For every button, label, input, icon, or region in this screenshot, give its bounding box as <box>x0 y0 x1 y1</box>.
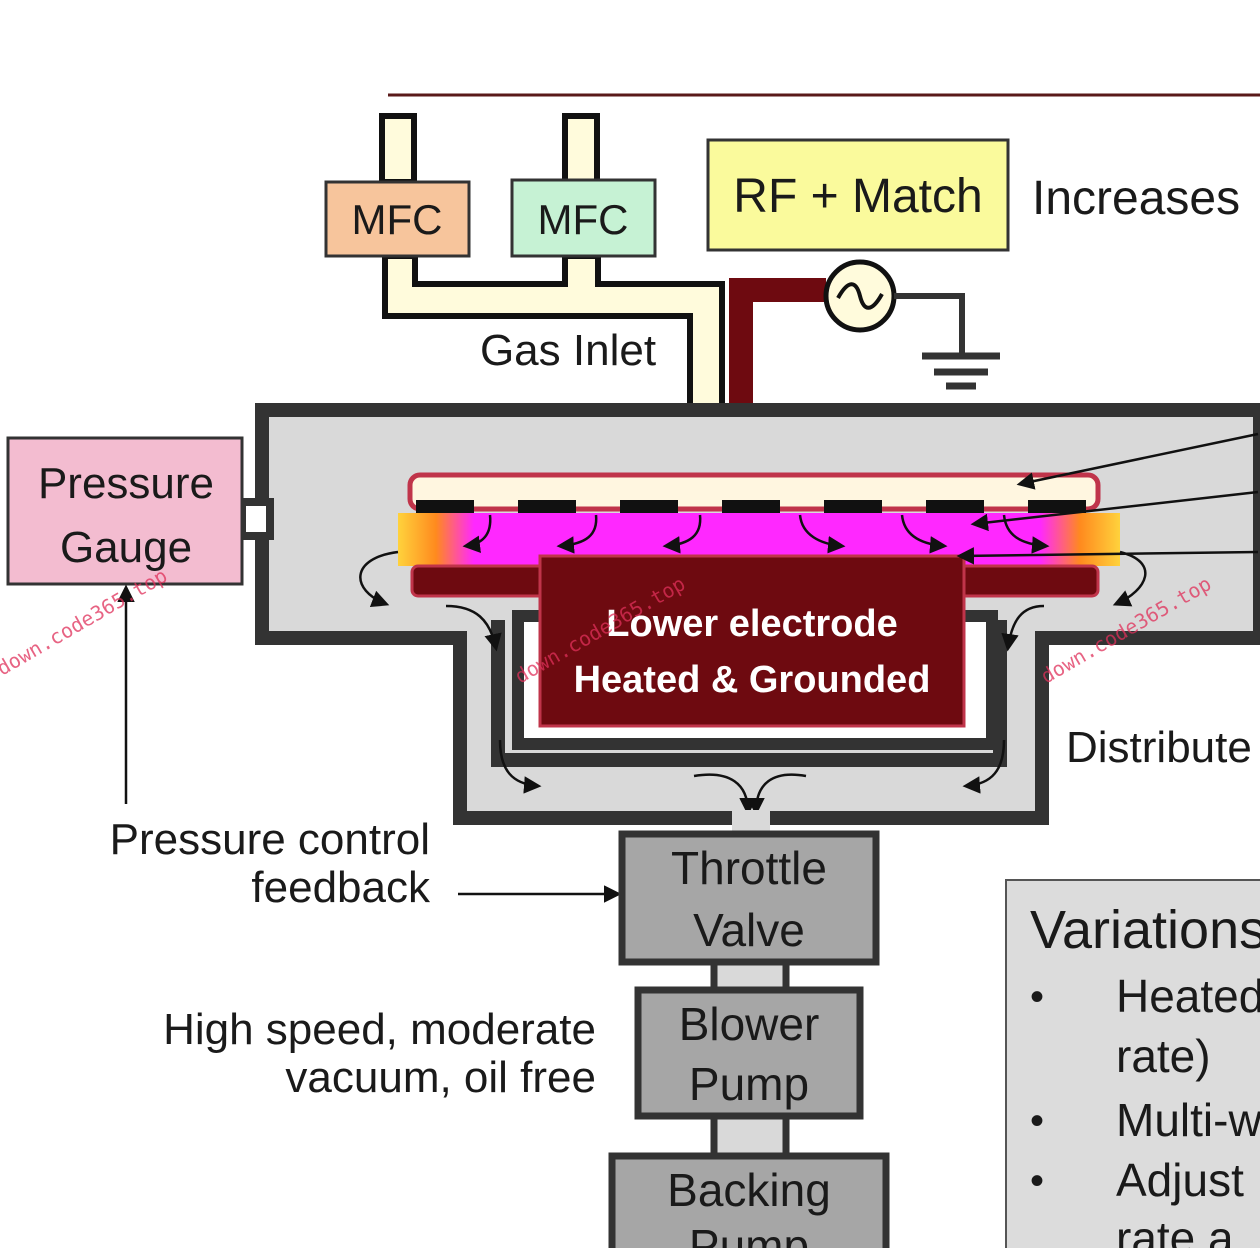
mfc-1-label: MFC <box>352 196 443 243</box>
mfc-2-label: MFC <box>538 196 629 243</box>
gas-feed-lines <box>379 113 600 185</box>
mfc-box-1 <box>324 180 471 258</box>
pump-note-label-1: High speed, moderate <box>163 1005 596 1054</box>
lower-electrode-block <box>538 554 966 728</box>
increases-label: Increases <box>1032 172 1240 225</box>
showerhead-holes <box>416 500 1086 513</box>
gas-inlet-label: Gas Inlet <box>480 326 656 375</box>
variations-bullet-1: • <box>1030 975 1044 1019</box>
backing-label-1: Backing <box>667 1164 831 1216</box>
variations-item-1-line-1: Heated <box>1116 970 1260 1022</box>
pressure-gauge-box <box>6 436 244 586</box>
plasma-glow-right <box>1040 513 1120 566</box>
ground-icon <box>894 293 1000 390</box>
backing-pump-box <box>608 1152 890 1248</box>
distribute-label: Distribute <box>1066 723 1252 772</box>
mfc-box-2 <box>510 178 657 258</box>
gauge-port <box>238 498 274 540</box>
plasma-glow-left <box>398 513 474 566</box>
rf-match-label: RF + Match <box>733 170 982 223</box>
variations-bullet-3: • <box>1030 1159 1044 1203</box>
pressure-control-label-1: Pressure control <box>110 815 430 864</box>
pressure-gauge-label-2: Gauge <box>60 523 192 572</box>
variations-bullet-2: • <box>1030 1099 1044 1143</box>
throttle-valve-box <box>618 830 880 966</box>
lower-electrode-label-2: Heated & Grounded <box>574 659 931 701</box>
variations-item-2: Multi-w <box>1116 1094 1260 1146</box>
variations-item-3-line-2: rate a <box>1116 1212 1234 1248</box>
pressure-control-label-2: feedback <box>251 863 431 912</box>
variations-panel <box>1005 879 1260 1248</box>
blower-pump-box <box>634 986 864 1120</box>
pump-note-label-2: vacuum, oil free <box>285 1053 596 1102</box>
exhaust-channel-wall <box>491 620 1007 767</box>
gas-inlet-pipe <box>382 253 725 481</box>
backing-label-2: Pump <box>689 1220 809 1248</box>
rf-match-box <box>706 138 1010 252</box>
sine-wave-icon <box>836 282 884 310</box>
lower-electrode-label-1: Lower electrode <box>606 603 897 645</box>
blower-label-1: Blower <box>679 998 820 1050</box>
variations-item-1-line-2: rate) <box>1116 1030 1211 1082</box>
variations-item-3-line-1: Adjust <box>1116 1154 1244 1206</box>
gas-flow-arrows <box>359 514 1147 816</box>
pressure-gauge-label-1: Pressure <box>38 459 214 508</box>
throttle-label-1: Throttle <box>671 842 827 894</box>
variations-title: Variations <box>1030 900 1260 960</box>
callout-arrows <box>956 432 1259 565</box>
throttle-label-2: Valve <box>693 904 805 956</box>
exhaust-duct <box>732 810 770 834</box>
blower-label-2: Pump <box>689 1058 809 1110</box>
